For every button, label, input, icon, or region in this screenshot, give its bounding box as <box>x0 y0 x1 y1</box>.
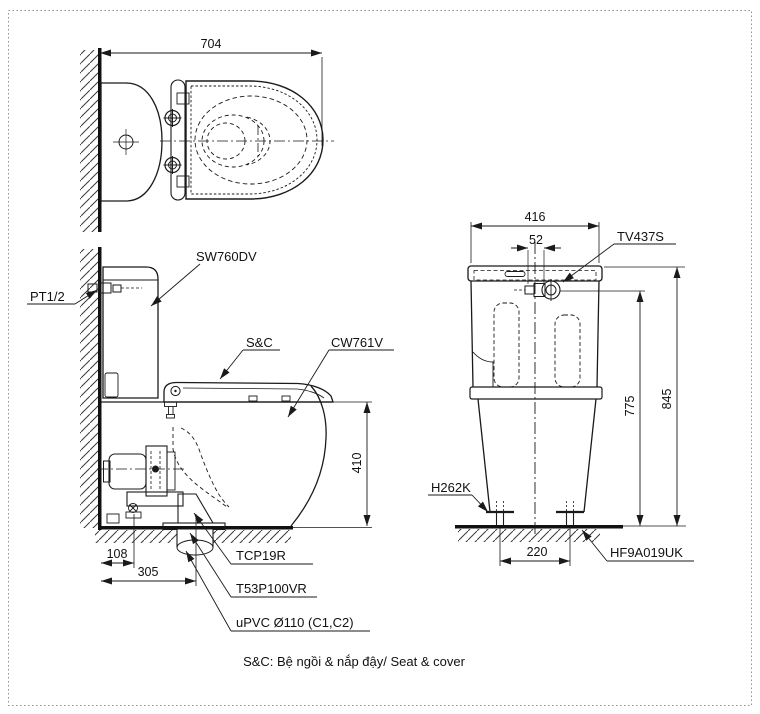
dim-108: 108 <box>101 514 135 568</box>
label-pt12: PT1/2 <box>27 289 98 305</box>
bowl-model-label: CW761V <box>331 335 383 350</box>
label-cw761v: CW761V <box>287 335 394 418</box>
cistern-rear <box>467 265 603 400</box>
seat-opening-hidden <box>194 95 308 185</box>
hinge-bracket <box>176 92 190 105</box>
wall-line <box>98 48 102 232</box>
wall-hatch <box>80 50 98 232</box>
trapway-hidden <box>172 427 228 508</box>
fixing-bolt <box>128 503 138 513</box>
bowl-profile <box>290 385 327 527</box>
dim-410-label: 410 <box>350 453 364 474</box>
hinge-bolt <box>163 109 182 127</box>
seat-ring-hidden <box>190 85 318 195</box>
wall-hatch <box>80 249 98 528</box>
bolt-cap-label: H262K <box>431 480 471 495</box>
trapway-hidden <box>180 427 230 508</box>
seat-cover-outline <box>185 80 324 200</box>
side-view: 410 108 305 PT1/2 SW760DV S&C CW761V <box>27 247 394 632</box>
dim-845: 845 <box>604 266 685 526</box>
dim-52-label: 52 <box>529 233 543 247</box>
outlet-assembly <box>162 493 226 556</box>
supply-label: PT1/2 <box>30 289 65 304</box>
dim-704: 704 <box>100 37 323 146</box>
flush-unit <box>97 427 230 524</box>
label-upvc: uPVC Ø110 (C1,C2) <box>185 550 370 632</box>
dim-52: 52 <box>511 233 561 284</box>
tank-internals-hidden <box>493 302 520 388</box>
dim-220: 220 <box>499 528 571 566</box>
label-sw760dv: SW760DV <box>150 249 257 307</box>
cistern-detail <box>104 372 119 398</box>
caption: S&C: Bệ ngồi & nắp đậy/ Seat & cover <box>243 654 466 669</box>
floor-line <box>455 525 623 529</box>
seat-bumper <box>248 395 258 402</box>
tank-internals-hidden <box>554 314 581 388</box>
label-t53p100vr: T53P100VR <box>189 532 317 598</box>
pipe-label: uPVC Ø110 (C1,C2) <box>236 615 354 630</box>
dim-416-label: 416 <box>525 210 546 224</box>
cistern-model-label: SW760DV <box>196 249 257 264</box>
label-tv437s: TV437S <box>562 229 676 283</box>
dim-775-label: 775 <box>623 396 637 417</box>
hinge-bolt <box>163 156 182 174</box>
top-view: 704 <box>80 37 334 232</box>
dim-775: 775 <box>560 290 645 526</box>
label-tcp19r: TCP19R <box>193 512 313 565</box>
seat-hinge <box>170 385 181 397</box>
inlet-valve <box>514 279 561 301</box>
connector-label: TCP19R <box>236 548 286 563</box>
seat-label: S&C <box>246 335 273 350</box>
dim-305-label: 305 <box>138 565 159 579</box>
outlet-label: T53P100VR <box>236 581 307 596</box>
hinge-bracket <box>176 175 190 188</box>
dim-305: 305 <box>101 514 197 586</box>
dim-220-label: 220 <box>527 545 548 559</box>
dim-845-label: 845 <box>660 389 674 410</box>
dim-704-label: 704 <box>201 37 222 51</box>
label-sc: S&C <box>219 335 280 380</box>
label-h262k: H262K <box>428 480 489 513</box>
fixing-kit-label: HF9A019UK <box>610 545 683 560</box>
floor-hatch <box>458 529 600 542</box>
floor-line <box>98 526 293 530</box>
dim-108-label: 108 <box>107 547 128 561</box>
rear-view: 416 52 775 845 220 <box>428 210 694 566</box>
hinge-plate <box>170 79 186 201</box>
dim-416: 416 <box>470 210 600 263</box>
label-hf9a019uk: HF9A019UK <box>581 529 694 562</box>
seat-bumper <box>281 395 291 402</box>
cistern-side-outline <box>102 266 159 399</box>
pedestal-rear <box>477 398 597 525</box>
dim-410: 410 <box>350 402 371 526</box>
seat-fixing-bolt <box>164 401 177 407</box>
wall-line <box>98 247 102 530</box>
lid-button <box>504 271 526 277</box>
valve-model-label: TV437S <box>617 229 664 244</box>
page-border <box>8 10 752 706</box>
supply-fitting <box>87 282 142 294</box>
seat-cover-side <box>163 381 334 419</box>
